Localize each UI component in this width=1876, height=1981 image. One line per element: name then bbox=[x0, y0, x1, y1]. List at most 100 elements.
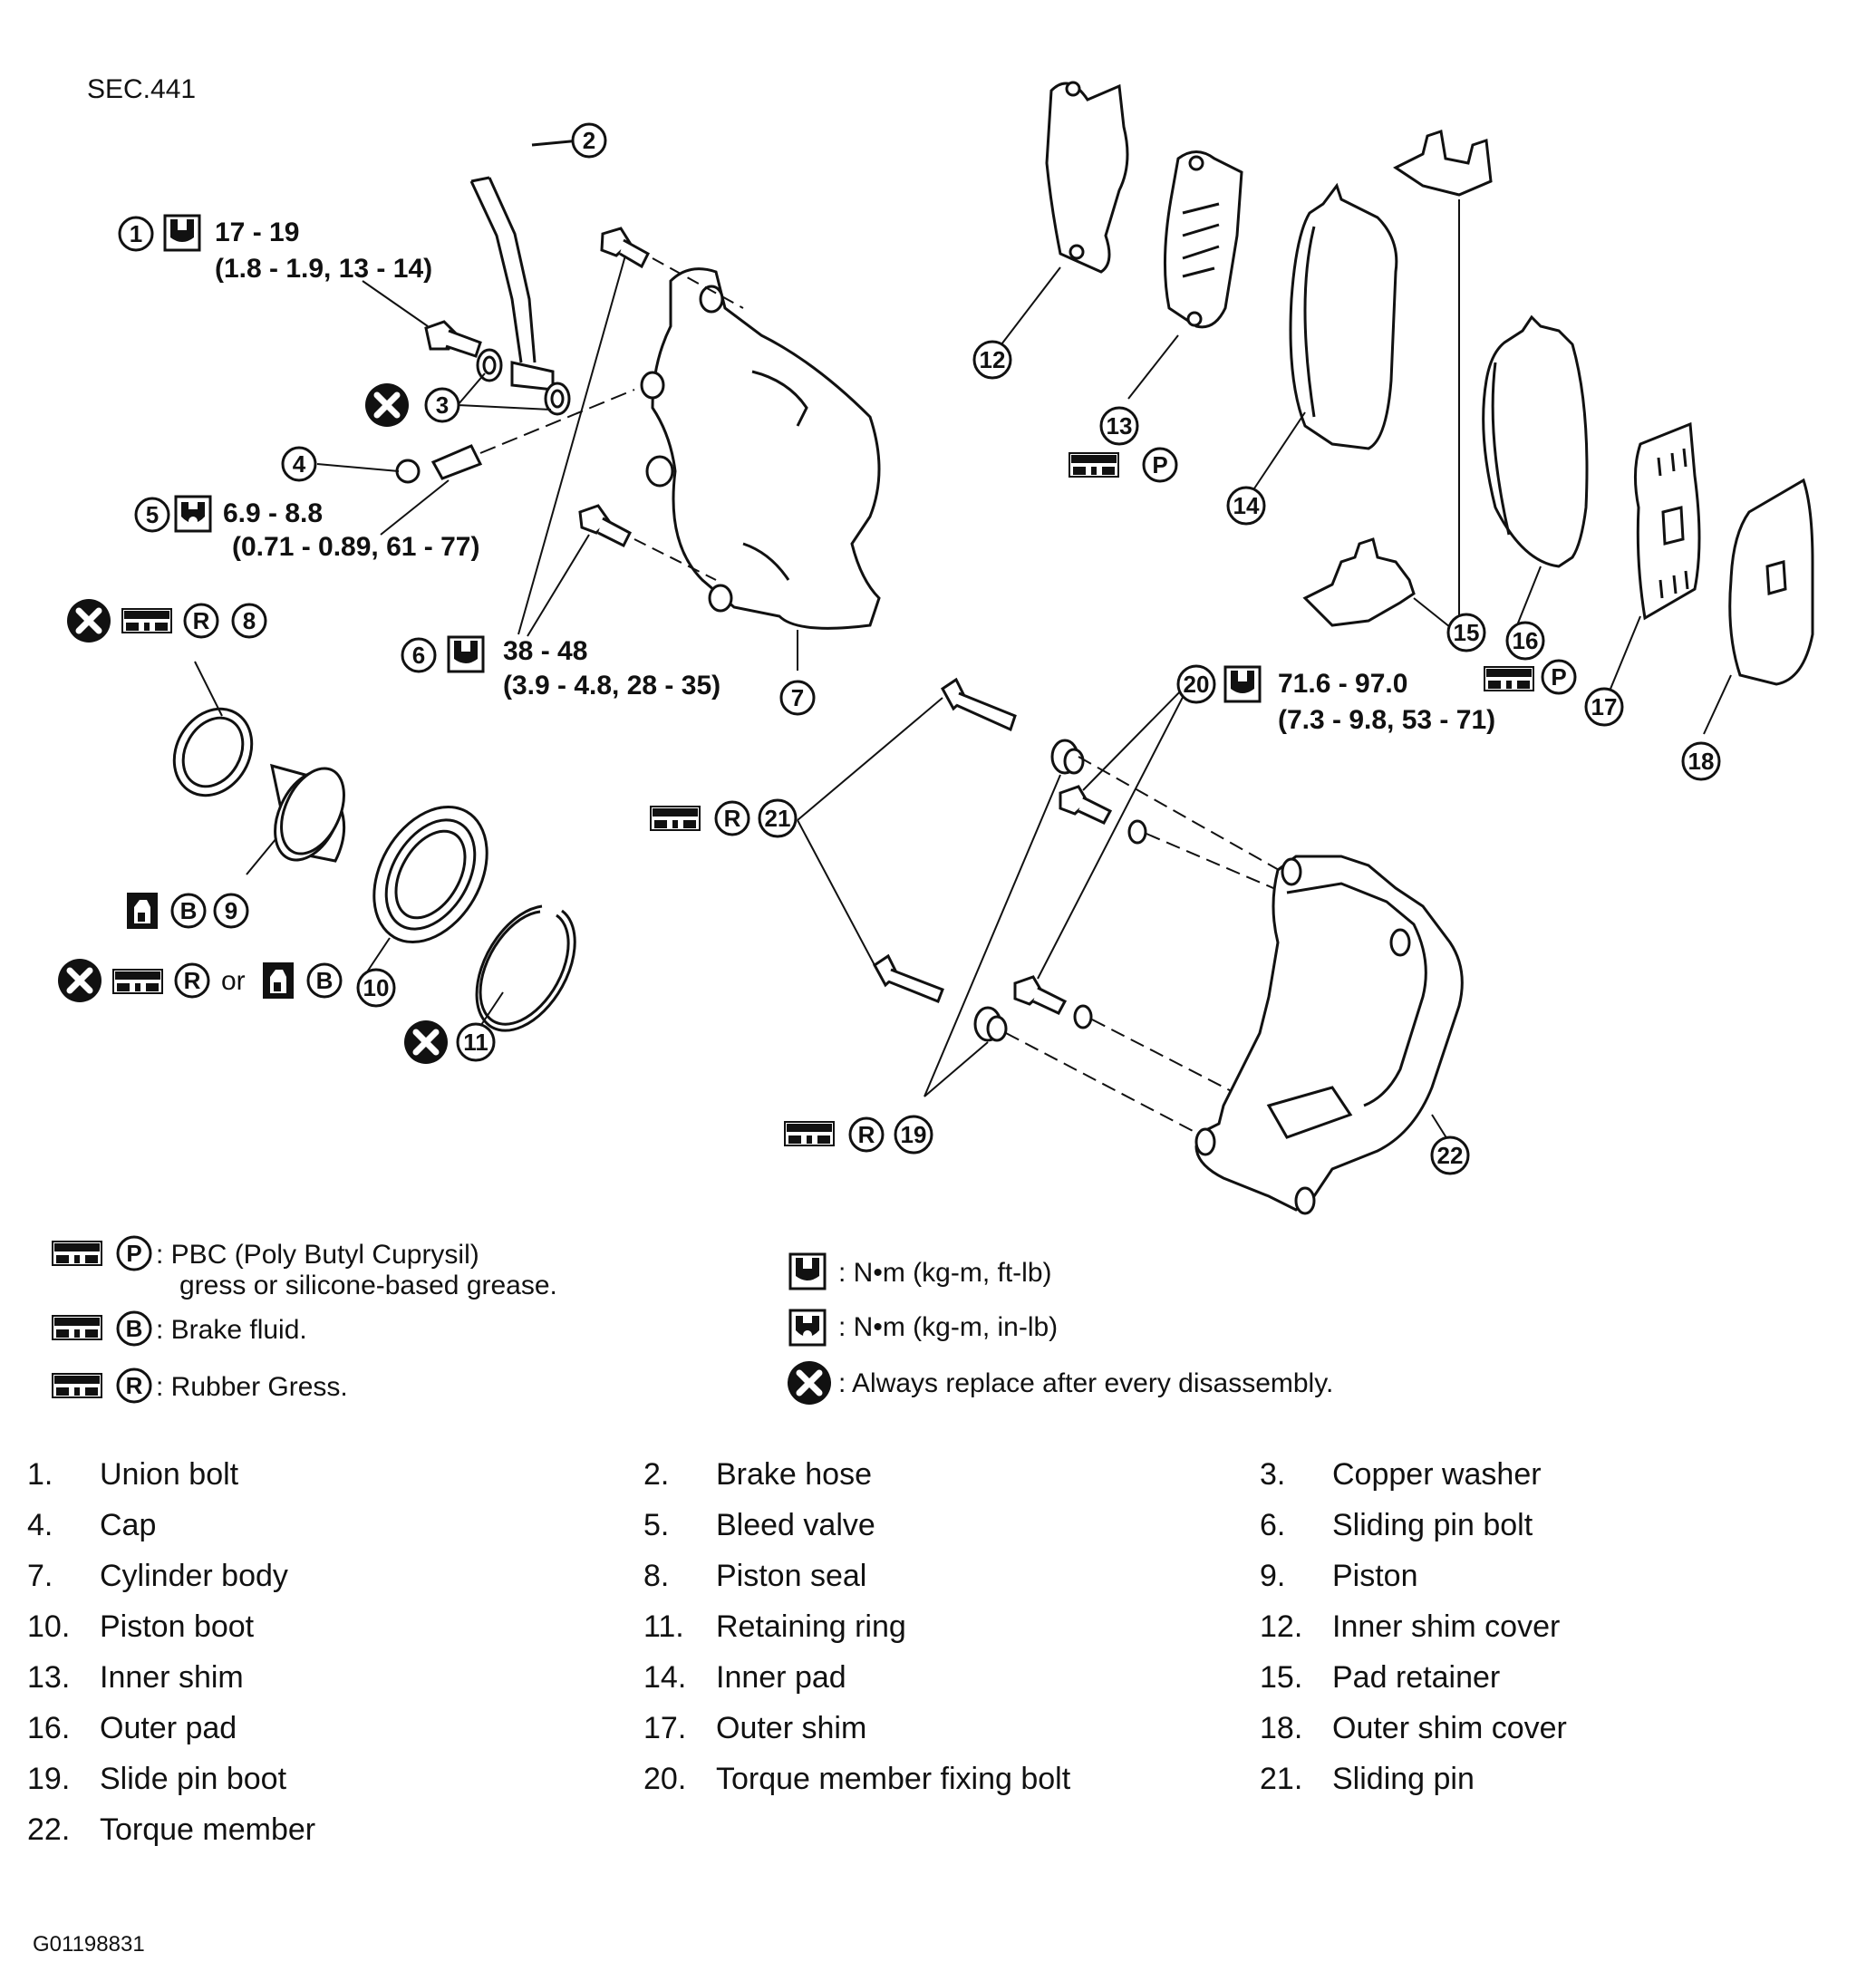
inner-pad bbox=[1250, 182, 1398, 495]
part-item: 16. Outer pad bbox=[27, 1713, 643, 1744]
svg-text:17 - 19: 17 - 19 bbox=[215, 217, 299, 247]
svg-text:(1.8 - 1.9, 13 - 14): (1.8 - 1.9, 13 - 14) bbox=[215, 254, 432, 284]
callout-7: 7 bbox=[779, 680, 816, 716]
svg-text:P: P bbox=[1551, 663, 1566, 691]
callout-8: 8 bbox=[231, 603, 267, 639]
part-number: 18. bbox=[1260, 1711, 1303, 1745]
part-item: 12.Inner shim cover bbox=[1260, 1611, 1849, 1642]
part-name: Outer pad bbox=[100, 1711, 237, 1745]
svg-text:21: 21 bbox=[765, 805, 791, 832]
part-item: 13. Inner shim bbox=[27, 1662, 643, 1693]
part-item: 22. Torque member bbox=[27, 1814, 643, 1845]
part-name: Torque member fixing bolt bbox=[716, 1762, 1071, 1796]
callout-4: 4 bbox=[281, 446, 317, 482]
part-number: 12. bbox=[1260, 1609, 1303, 1644]
svg-text:1: 1 bbox=[130, 220, 142, 247]
part-item: 1.Union bolt bbox=[27, 1459, 643, 1490]
part-name: Piston bbox=[1332, 1559, 1418, 1593]
svg-text:14: 14 bbox=[1233, 492, 1260, 519]
part-number: 11. bbox=[643, 1609, 684, 1644]
callout-10: 10 bbox=[356, 968, 396, 1008]
svg-text:: PBC (Poly Butyl Cuprysil): : PBC (Poly Butyl Cuprysil) bbox=[156, 1240, 479, 1270]
part-number: 16. bbox=[27, 1711, 71, 1745]
callout-12: 12 bbox=[972, 340, 1012, 380]
callout-3: 3 bbox=[424, 387, 460, 423]
svg-text:10: 10 bbox=[363, 974, 390, 1001]
part-number: 14. bbox=[643, 1660, 687, 1695]
callout-16: 16 bbox=[1505, 621, 1545, 661]
svg-text:19: 19 bbox=[901, 1121, 927, 1148]
svg-text:71.6 - 97.0: 71.6 - 97.0 bbox=[1278, 669, 1407, 699]
union-bolt bbox=[362, 280, 482, 358]
svg-text:11: 11 bbox=[463, 1029, 488, 1056]
svg-text:B: B bbox=[180, 897, 198, 924]
svg-text:: Always replace after every d: : Always replace after every disassembly… bbox=[838, 1368, 1333, 1398]
brake-hose bbox=[469, 139, 581, 391]
torque-spec-6: 38 - 48 (3.9 - 4.8, 28 - 35) bbox=[447, 635, 720, 701]
callout-18: 18 bbox=[1681, 741, 1721, 781]
piston-seal bbox=[172, 661, 254, 797]
part-name: Sliding pin bolt bbox=[1332, 1508, 1533, 1542]
part-name: Cylinder body bbox=[100, 1559, 288, 1593]
callout-9: 9 bbox=[213, 893, 249, 929]
part-name: Torque member bbox=[100, 1812, 316, 1847]
part-name: Outer shim cover bbox=[1332, 1711, 1567, 1745]
svg-text:R: R bbox=[858, 1121, 875, 1148]
callout-13: 13 bbox=[1099, 406, 1139, 446]
svg-text:16: 16 bbox=[1513, 627, 1539, 654]
svg-text:6: 6 bbox=[412, 642, 425, 669]
part-number: 22. bbox=[27, 1812, 71, 1847]
part-item: 7.Cylinder body bbox=[27, 1561, 643, 1591]
part-name: Outer shim bbox=[716, 1711, 867, 1745]
svg-text:: N•m (kg-m, in-lb): : N•m (kg-m, in-lb) bbox=[838, 1312, 1058, 1342]
piston bbox=[246, 763, 346, 875]
part-name: Sliding pin bbox=[1332, 1762, 1475, 1796]
part-number: 13. bbox=[27, 1660, 71, 1695]
pad-retainer-upper bbox=[1393, 130, 1493, 197]
svg-text:R: R bbox=[184, 967, 201, 994]
symbol-group-9: B bbox=[127, 893, 207, 929]
piston-boot bbox=[362, 805, 488, 980]
svg-text:B: B bbox=[126, 1315, 143, 1342]
part-name: Retaining ring bbox=[716, 1609, 906, 1644]
part-name: Copper washer bbox=[1332, 1457, 1542, 1492]
part-item: 11. Retaining ring bbox=[643, 1611, 1260, 1642]
part-number: 15. bbox=[1260, 1660, 1303, 1695]
callout-11: 11 bbox=[456, 1022, 496, 1062]
callout-1: 1 bbox=[118, 216, 154, 252]
torque-member bbox=[1194, 855, 1464, 1215]
symbol-group-19: R bbox=[784, 1116, 885, 1153]
callout-15: 15 bbox=[1446, 613, 1486, 652]
part-item: 21.Sliding pin bbox=[1260, 1764, 1849, 1794]
svg-text:(3.9 - 4.8, 28 - 35): (3.9 - 4.8, 28 - 35) bbox=[503, 671, 720, 701]
part-number: 4. bbox=[27, 1508, 53, 1542]
part-item: 6.Sliding pin bolt bbox=[1260, 1510, 1849, 1541]
part-number: 8. bbox=[643, 1559, 670, 1593]
svg-text:22: 22 bbox=[1437, 1142, 1464, 1169]
figure-code: G01198831 bbox=[33, 1932, 145, 1957]
part-name: Cap bbox=[100, 1508, 157, 1542]
part-number: 10. bbox=[27, 1609, 71, 1644]
symbol-group-21: R bbox=[650, 800, 750, 836]
svg-text:: N•m (kg-m, ft-lb): : N•m (kg-m, ft-lb) bbox=[838, 1258, 1052, 1288]
svg-text:R: R bbox=[724, 805, 741, 832]
callout-6: 6 bbox=[401, 637, 437, 673]
part-number: 17. bbox=[643, 1711, 687, 1745]
svg-text:6.9 - 8.8: 6.9 - 8.8 bbox=[223, 498, 323, 528]
svg-text:B: B bbox=[316, 967, 334, 994]
replace-mark-11 bbox=[404, 1020, 448, 1064]
callout-22: 22 bbox=[1430, 1135, 1470, 1175]
part-number: 1. bbox=[27, 1457, 53, 1492]
part-name: Inner shim bbox=[100, 1660, 244, 1695]
part-number: 5. bbox=[643, 1508, 670, 1542]
part-name: Pad retainer bbox=[1332, 1660, 1501, 1695]
part-item: 4. Cap bbox=[27, 1510, 643, 1541]
retaining-ring bbox=[475, 904, 576, 1034]
inner-shim-cover bbox=[1001, 81, 1129, 345]
svg-text:R: R bbox=[126, 1372, 143, 1399]
callout-21: 21 bbox=[758, 798, 798, 838]
legend-torque-inlb: : N•m (kg-m, in-lb) bbox=[788, 1309, 1058, 1347]
slide-pin-boots bbox=[923, 739, 1085, 1097]
torque-spec-20: 71.6 - 97.0 (7.3 - 9.8, 53 - 71) bbox=[1223, 665, 1495, 735]
part-name: Piston boot bbox=[100, 1609, 255, 1644]
